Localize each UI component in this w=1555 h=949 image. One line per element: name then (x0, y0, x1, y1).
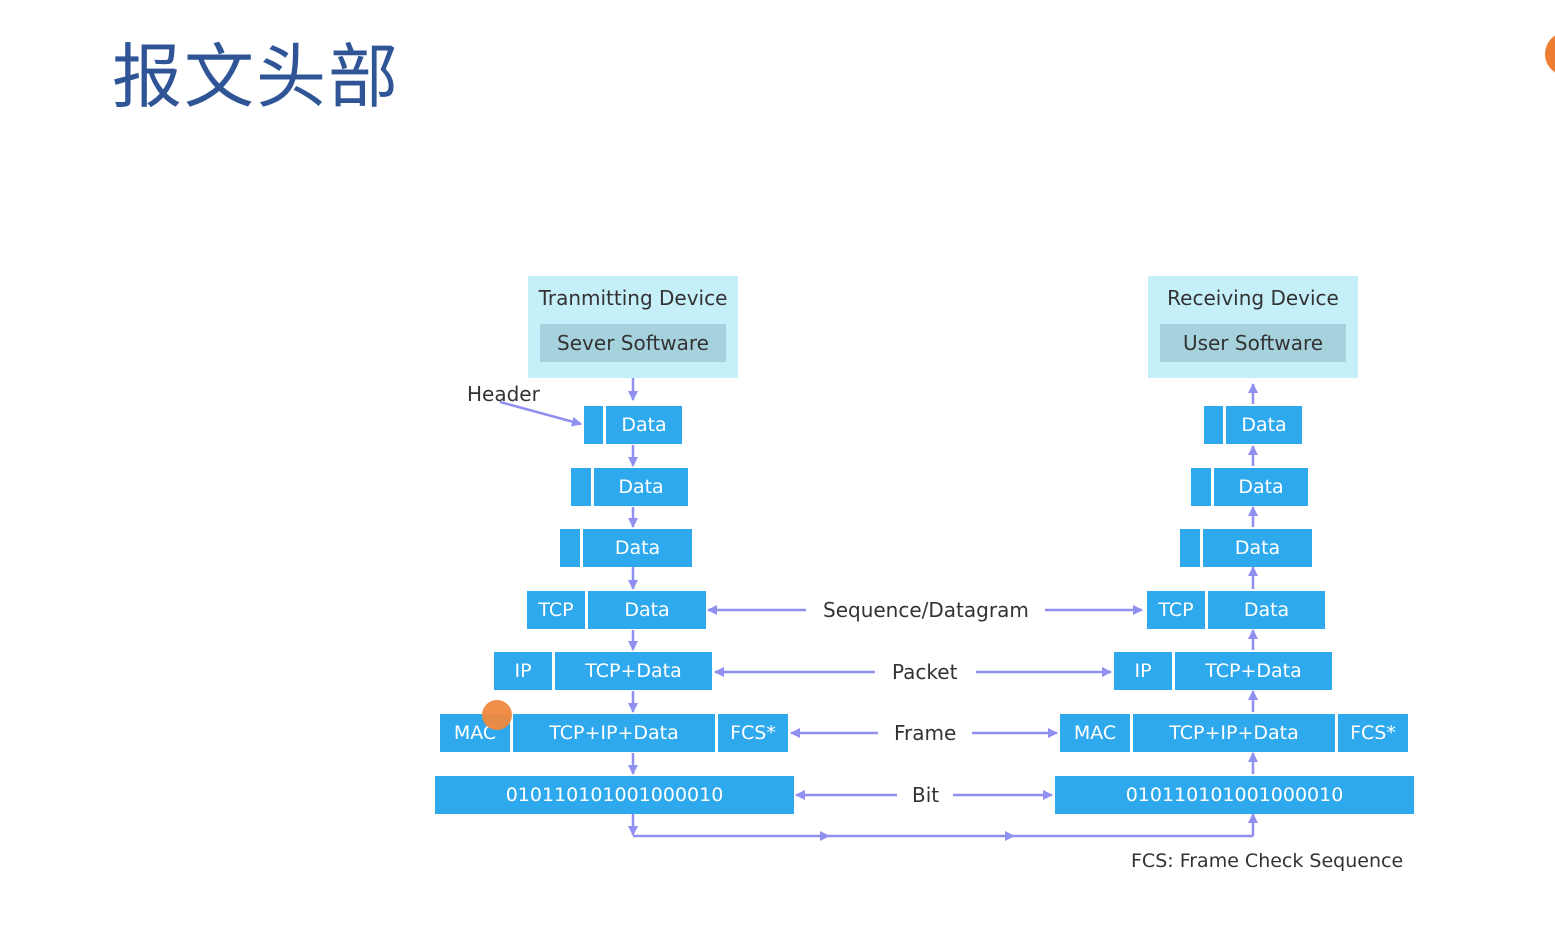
receiving-device: Receiving Device User Software (1148, 276, 1358, 378)
header-block (584, 406, 603, 444)
ip-header: IP (494, 652, 552, 690)
transmission-marker (1005, 831, 1015, 841)
user-software-box: User Software (1160, 324, 1346, 362)
tcp-header: TCP (527, 591, 585, 629)
data-block: Data (1226, 406, 1302, 444)
layer-label-packet: Packet (892, 660, 958, 684)
header-label: Header (467, 382, 540, 406)
header-block (560, 529, 580, 567)
tcp-data-block: TCP+Data (1175, 652, 1332, 690)
corner-indicator (1545, 32, 1555, 76)
bit-stream: 010110101001000010 (1055, 776, 1414, 814)
tcp-ip-data-block: TCP+IP+Data (513, 714, 715, 752)
header-block (1204, 406, 1223, 444)
data-block: Data (594, 468, 688, 506)
ip-header: IP (1114, 652, 1172, 690)
data-block: Data (606, 406, 682, 444)
mouse-cursor-indicator (482, 700, 512, 730)
layer-label-frame: Frame (894, 721, 957, 745)
data-block: Data (1214, 468, 1308, 506)
header-block (571, 468, 591, 506)
transmitting-device: Tranmitting Device Sever Software (528, 276, 738, 378)
page-title: 报文头部 (112, 36, 400, 118)
server-software-box: Sever Software (540, 324, 726, 362)
header-pointer (499, 400, 582, 427)
bit-stream: 010110101001000010 (435, 776, 794, 814)
receiving-device-label: Receiving Device (1167, 286, 1339, 310)
data-block: Data (588, 591, 706, 629)
data-block: Data (1203, 529, 1312, 567)
tcp-ip-data-block: TCP+IP+Data (1133, 714, 1335, 752)
header-block (1180, 529, 1200, 567)
layer-label-segment: Sequence/Datagram (823, 598, 1029, 622)
tcp-header: TCP (1147, 591, 1205, 629)
tcp-data-block: TCP+Data (555, 652, 712, 690)
data-block: Data (583, 529, 692, 567)
fcs-trailer: FCS* (718, 714, 788, 752)
layer-label-bit: Bit (912, 783, 940, 807)
data-block: Data (1208, 591, 1325, 629)
fcs-footnote: FCS: Frame Check Sequence (1131, 850, 1404, 872)
transmission-marker (820, 831, 830, 841)
header-block (1191, 468, 1211, 506)
fcs-trailer: FCS* (1338, 714, 1408, 752)
mac-header: MAC (1060, 714, 1130, 752)
transmitting-device-label: Tranmitting Device (538, 286, 728, 310)
